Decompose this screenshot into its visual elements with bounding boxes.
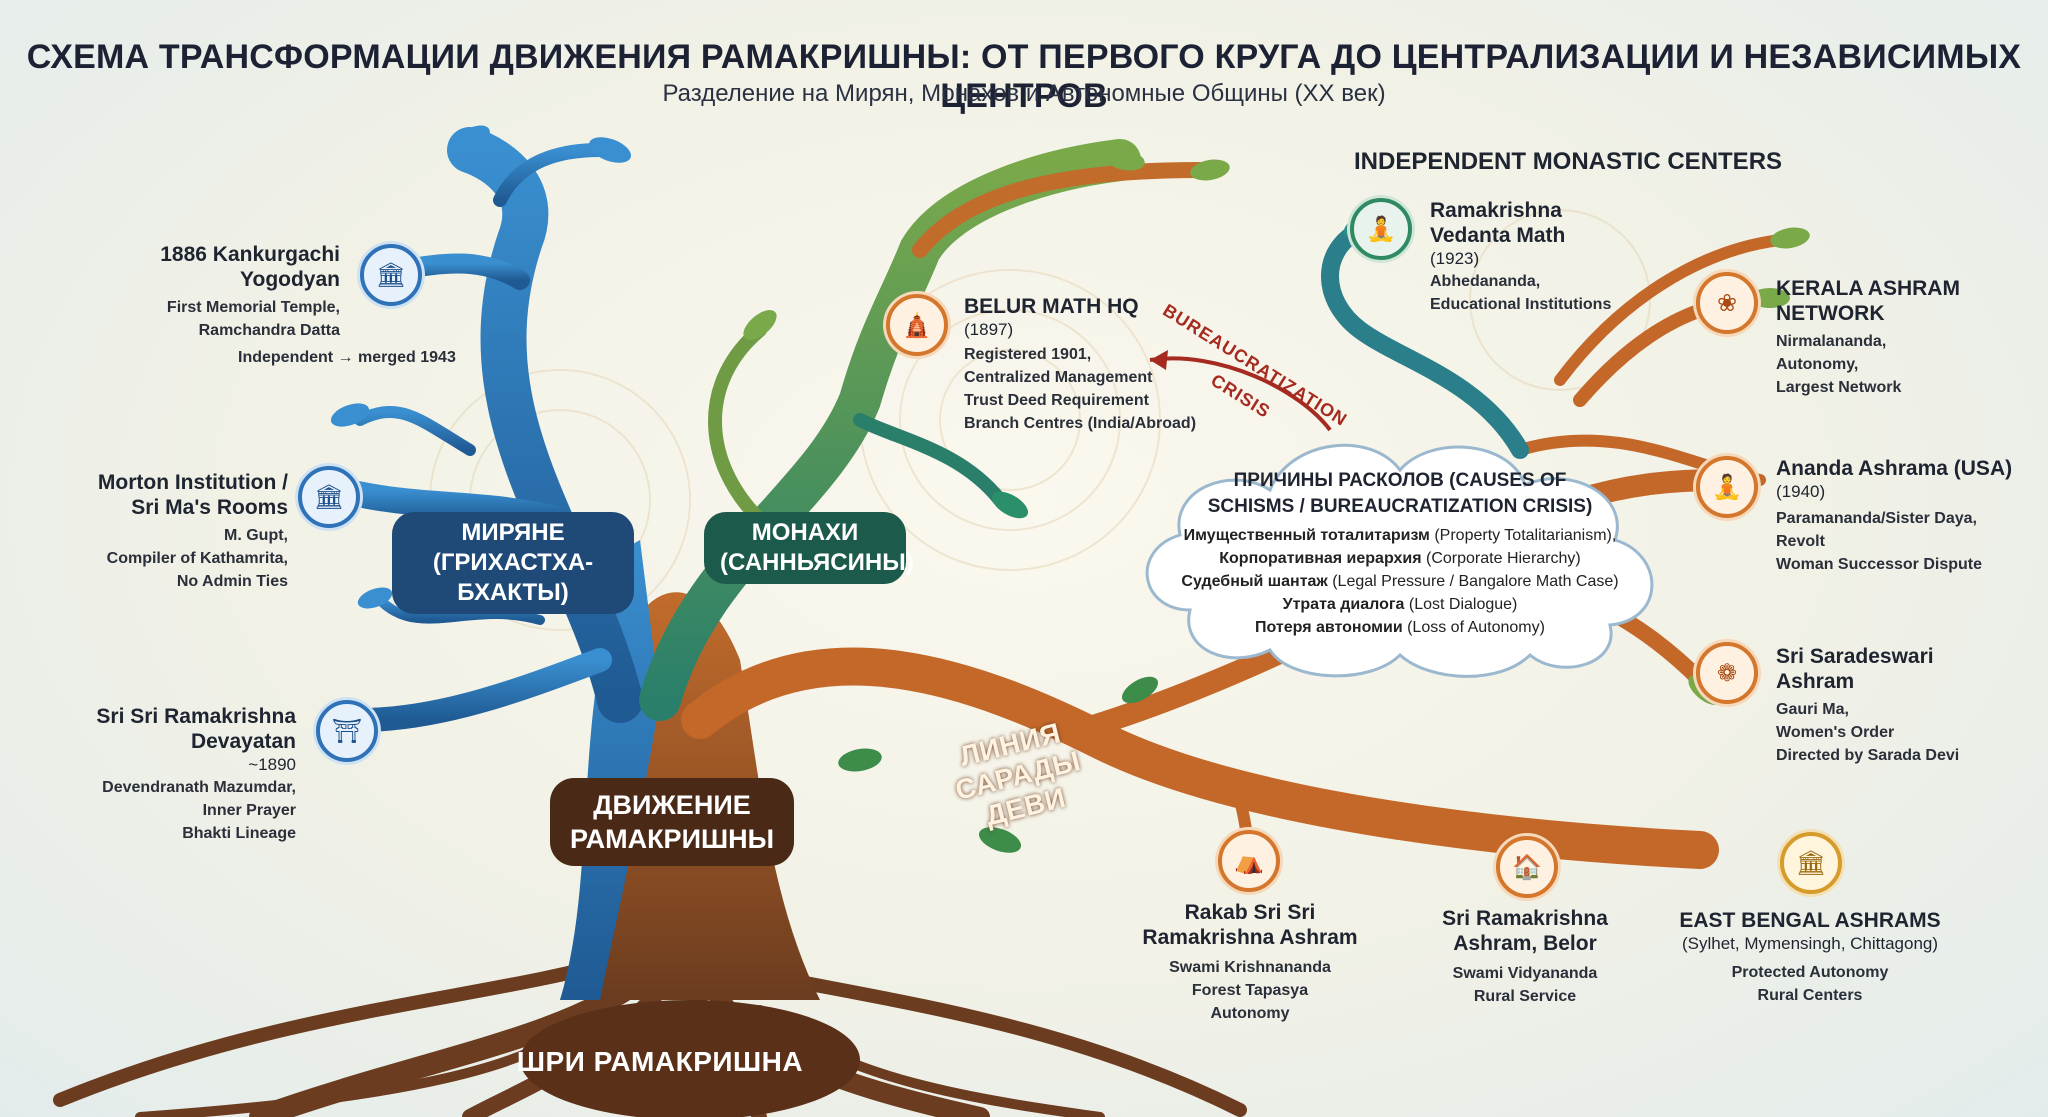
- lay-node-kankurgachi-status: Independent → merged 1943: [238, 349, 456, 366]
- belur-math-node: BELUR MATH HQ (1897) Registered 1901, Ce…: [964, 295, 1197, 432]
- monks-branch-label: МОНАХИ(САННЬЯСИНЫ): [704, 512, 914, 584]
- lay-node-morton: Morton Institution / Sri Ma's Rooms M. G…: [97, 471, 288, 590]
- independent-header: INDEPENDENT MONASTIC CENTERS: [1354, 148, 1783, 175]
- lotus-flower-icon: ❁: [1696, 642, 1758, 704]
- lay-node-kankurgachi: 1886 Kankurgachi Yogodyan First Memorial…: [160, 243, 340, 339]
- lay-branches: [327, 127, 643, 732]
- causes-text: ПРИЧИНЫ РАСКОЛОВ (CAUSES OF SCHISMS / BU…: [1181, 470, 1619, 636]
- independent-node-saradeswari: Sri Saradeswari Ashram Gauri Ma, Women's…: [1776, 645, 1960, 764]
- temple-icon: 🏛: [360, 244, 422, 306]
- meditation-icon: 🧘: [1350, 198, 1412, 260]
- institution-icon: 🏛: [298, 466, 360, 528]
- ashram-icon: 🏛: [1780, 832, 1842, 894]
- independent-node-ananda: Ananda Ashrama (USA) (1940) Paramananda/…: [1776, 457, 2013, 573]
- vedanta-branch: [1321, 221, 1529, 459]
- root-label: ШРИ РАМАКРИШНА: [516, 1046, 804, 1077]
- hut-icon: ⛺: [1218, 830, 1280, 892]
- page-title: СХЕМА ТРАНСФОРМАЦИИ ДВИЖЕНИЯ РАМАКРИШНЫ:…: [26, 38, 2022, 115]
- lay-branch-label: МИРЯНЕ(ГРИХАСТХА-БХАКТЫ): [392, 512, 634, 614]
- lay-node-devayatan: Sri Sri Ramakrishna Devayatan ~1890 Deve…: [96, 705, 296, 842]
- bottom-node-belor: Sri Ramakrishna Ashram, Belor Swami Vidy…: [1442, 907, 1608, 1005]
- bottom-node-rakab: Rakab Sri Sri Ramakrishna Ashram Swami K…: [1142, 901, 1358, 1022]
- village-icon: 🏠: [1496, 836, 1558, 898]
- trunk-blue-side: [560, 540, 660, 1000]
- lotus-icon: ❀: [1696, 272, 1758, 334]
- yogi-icon: 🧘: [1696, 456, 1758, 518]
- root-base: [520, 1000, 860, 1117]
- bottom-node-east-bengal: EAST BENGAL ASHRAMS (Sylhet, Mymensingh,…: [1679, 909, 1941, 1004]
- independent-node-vedanta: Ramakrishna Vedanta Math (1923) Abhedana…: [1430, 199, 1612, 313]
- bureaucratization-arrow: [1149, 356, 1332, 432]
- causes-cloud: [1145, 443, 1654, 678]
- shrine-icon: ⛩: [316, 700, 378, 762]
- math-icon: 🛕: [886, 294, 948, 356]
- independent-node-kerala: KERALA ASHRAM NETWORK Nirmalananda, Auto…: [1776, 277, 1960, 396]
- page-subtitle: Разделение на Мирян, Монахов и Автономны…: [662, 80, 1386, 107]
